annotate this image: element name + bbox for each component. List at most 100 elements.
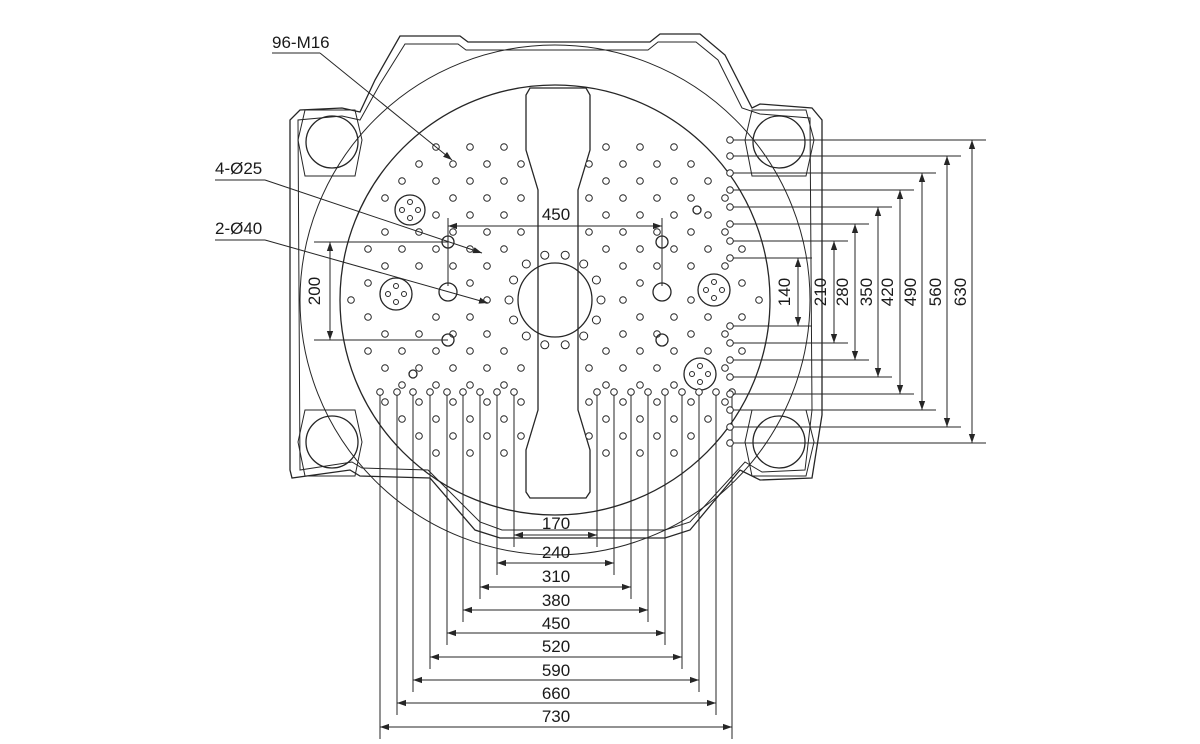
m16-hole [721,194,729,202]
m16-hole [687,296,695,304]
m16-hole [466,143,474,151]
right-ref-hole [726,169,734,177]
m16-hole [704,177,712,185]
m16-hole [432,211,440,219]
ring-hole [509,315,519,325]
m16-hole [381,194,389,202]
m16-hole [364,245,372,253]
m16-hole [483,228,491,236]
bottom-ref-hole [678,388,686,396]
m16-hole [483,364,491,372]
m16-hole [415,330,423,338]
m16-hole [585,398,593,406]
m16-hole [721,398,729,406]
ring-hole [504,295,514,305]
m16-hole [364,347,372,355]
m16-hole [636,177,644,185]
m16-hole [466,211,474,219]
m16-hole [738,313,746,321]
m16-hole [602,245,610,253]
m16-hole [653,228,661,236]
m16-hole [432,449,440,457]
m16-hole [381,364,389,372]
dim-bottom-label-660: 660 [542,684,570,703]
m16-hole [398,245,406,253]
platen-circle [339,84,771,516]
m16-hole [364,313,372,321]
right-ref-hole [726,237,734,245]
dim-right-label-560: 560 [926,278,945,306]
m16-hole [670,347,678,355]
dim-right-label-420: 420 [878,278,897,306]
m16-hole [466,415,474,423]
m16-hole [755,296,763,304]
m16-hole [704,313,712,321]
ring-hole [591,275,601,285]
m16-hole [619,262,627,270]
m16-hole [500,245,508,253]
m16-hole [500,177,508,185]
m16-hole [636,279,644,287]
m16-hole [398,347,406,355]
m16-hole [483,194,491,202]
m16-hole [483,262,491,270]
m16-hole [432,313,440,321]
m16-hole [466,347,474,355]
m16-hole [687,160,695,168]
m16-hole [466,279,474,287]
right-ref-hole [726,136,734,144]
m16-hole [517,228,525,236]
m16-hole [687,432,695,440]
m16-hole [636,415,644,423]
right-ref-hole [726,423,734,431]
m16-hole [704,245,712,253]
m16-hole [381,330,389,338]
m16-hole [670,245,678,253]
callout-m16-label: 96-M16 [272,33,330,52]
m16-hole [449,432,457,440]
tie-bar-bores [297,109,815,477]
m16-hole [602,143,610,151]
m16-hole [517,364,525,372]
m16-hole [670,313,678,321]
ring-hole [560,340,570,350]
ring-hole [596,295,606,305]
m16-hole [602,211,610,219]
m16-hole [602,347,610,355]
m16-hole [585,160,593,168]
bottom-ref-hole [610,388,618,396]
m16-hole [687,228,695,236]
dim-bottom-label-310: 310 [542,567,570,586]
m16-hole [653,432,661,440]
callout-phi25-label: 4-Ø25 [215,159,262,178]
m16-hole [517,194,525,202]
m16-hole [687,330,695,338]
m16-hole [653,160,661,168]
platen-rim-circle [299,44,811,556]
dim-right-label-490: 490 [901,278,920,306]
m16-hole [347,296,355,304]
m16-hole [415,262,423,270]
m16-hole [619,364,627,372]
m16-hole [687,398,695,406]
m16-hole [398,177,406,185]
right-ref-hole [726,152,734,160]
m16-hole [619,296,627,304]
m16-hole [500,211,508,219]
m16-hole [636,381,644,389]
m16-hole [381,262,389,270]
m16-hole [449,398,457,406]
m16-hole [449,194,457,202]
bottom-ref-hole [493,388,501,396]
m16-hole [585,228,593,236]
m16-hole [449,228,457,236]
m16-hole [585,364,593,372]
m16-hole [636,211,644,219]
dim-bottom-label-590: 590 [542,661,570,680]
center-bore [517,262,593,338]
right-ref-hole [726,203,734,211]
right-ref-hole [726,254,734,262]
housing-inner-outline [297,41,813,531]
dim-bottom-label-170: 170 [542,514,570,533]
callout-phi40-label: 2-Ø40 [215,219,262,238]
